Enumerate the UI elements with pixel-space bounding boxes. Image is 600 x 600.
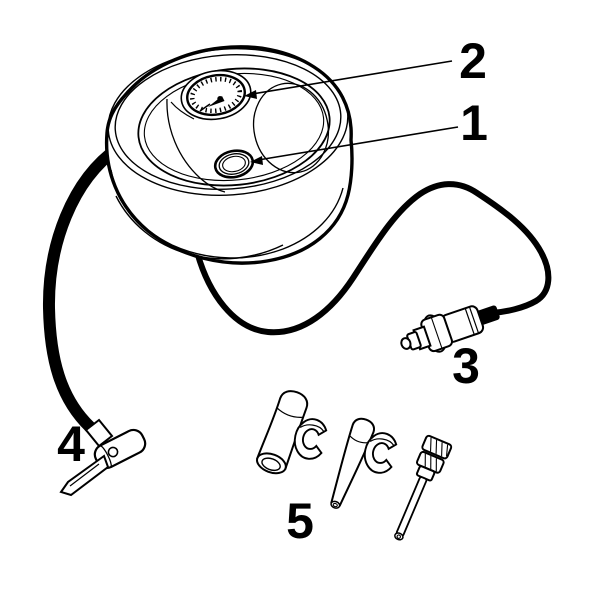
- tire-groove-line: [110, 169, 344, 259]
- hose-chuck-drawing: [59, 418, 147, 497]
- ball-needle-adapter: [394, 434, 453, 541]
- part-label-5: 5: [286, 493, 314, 549]
- pressure-gauge-drawing: [180, 69, 252, 121]
- panel-right-circle: [252, 82, 330, 174]
- plug-tip: [400, 337, 412, 350]
- gauge-needle: [199, 103, 211, 112]
- clip-ring: [293, 418, 328, 460]
- clip-ring: [363, 432, 398, 474]
- callout-line-2: [244, 60, 453, 99]
- wide-cone-adapter: [255, 390, 309, 475]
- air-hose-drawing: [42, 142, 124, 433]
- callout-line-1: [250, 126, 459, 165]
- compressor-body-drawing: [104, 45, 354, 265]
- callout-arrowhead: [244, 90, 257, 99]
- part-label-4: 4: [57, 416, 85, 472]
- adapter-nozzles-drawing: [255, 390, 453, 541]
- tire-groove-line: [115, 195, 284, 260]
- part-label-1: 1: [460, 95, 488, 151]
- power-cord-drawing: [193, 181, 552, 336]
- gauge-tick-ring: [189, 76, 243, 114]
- part-label-2: 2: [459, 33, 487, 89]
- part-label-3: 3: [452, 338, 480, 394]
- panel-left-lens: [166, 98, 226, 193]
- callout-arrowhead: [250, 156, 263, 165]
- power-button-drawing: [213, 149, 255, 179]
- 12v-plug-drawing: [400, 305, 500, 353]
